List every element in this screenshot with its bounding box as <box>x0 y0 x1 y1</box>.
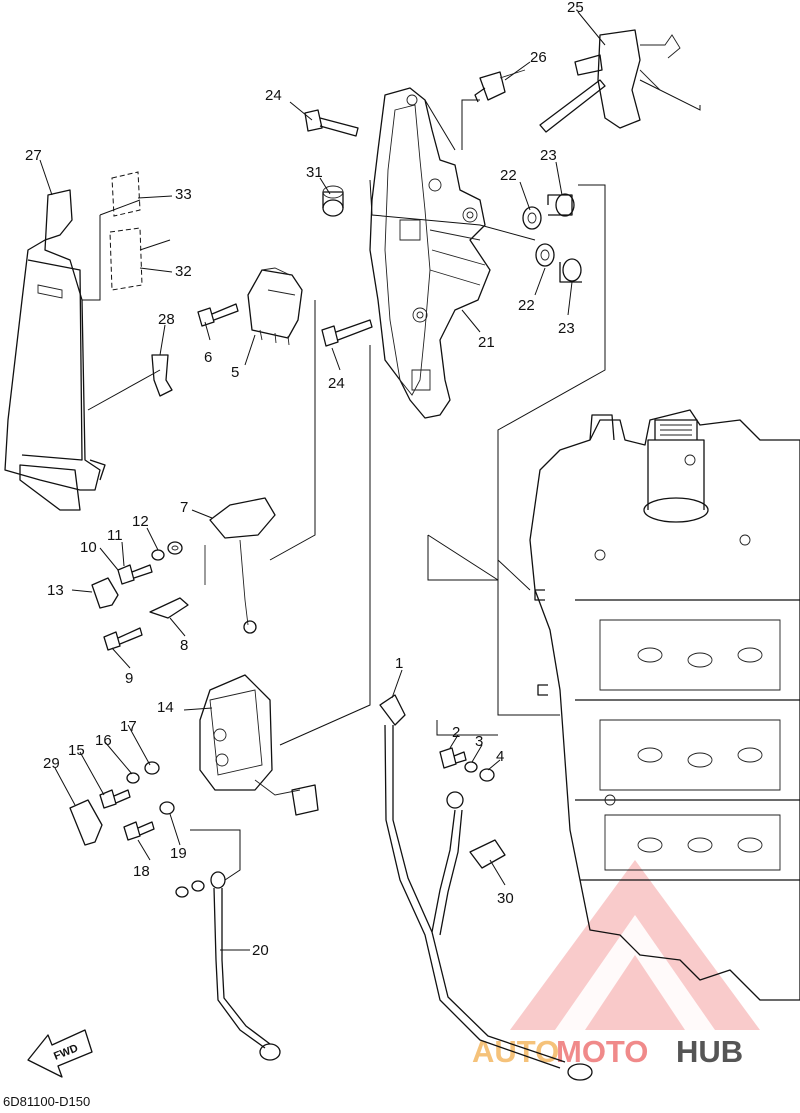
part-23-collar-lower <box>559 258 582 283</box>
part-29-cap <box>69 799 103 846</box>
part-33-label-sticker <box>111 171 141 217</box>
leader-lines <box>39 11 606 951</box>
callout-15: 15 <box>68 742 85 759</box>
watermark-text-moto: MOTO <box>556 1034 648 1069</box>
callout-29: 29 <box>43 755 60 772</box>
part-14-cdi-unit <box>199 674 319 816</box>
part-22-grommet-lower <box>535 243 555 267</box>
callout-19: 19 <box>170 845 187 862</box>
callout-5: 5 <box>231 364 239 381</box>
part-16-washer <box>126 772 140 784</box>
callout-1: 1 <box>395 655 403 672</box>
part-12-washer <box>167 541 183 555</box>
callout-32: 32 <box>175 263 192 280</box>
callout-25: 25 <box>567 0 584 16</box>
callout-2: 2 <box>452 724 460 741</box>
part-1-battery-lead <box>379 694 593 1081</box>
callout-26: 26 <box>530 49 547 66</box>
callout-8: 8 <box>180 637 188 654</box>
callout-17: 17 <box>120 718 137 735</box>
part-15-bolt <box>99 789 131 809</box>
part-10-bolt <box>117 564 153 585</box>
callout-24-lower: 24 <box>328 375 345 392</box>
watermark-text-hub: HUB <box>676 1034 743 1069</box>
part-9-bolt <box>103 627 143 651</box>
callout-24-upper: 24 <box>265 87 282 104</box>
part-22-grommet-upper <box>522 206 542 230</box>
callout-30: 30 <box>497 890 514 907</box>
callout-4: 4 <box>496 748 504 765</box>
callout-20: 20 <box>252 942 269 959</box>
callout-6: 6 <box>204 349 212 366</box>
part-24-bolt-lower <box>321 319 373 347</box>
part-6-bolt <box>197 303 239 327</box>
callout-22-lower: 22 <box>518 297 535 314</box>
diagram-code: 6D81100-D150 <box>3 1094 90 1109</box>
callout-9: 9 <box>125 670 133 687</box>
part-18-bolt <box>123 821 155 841</box>
part-23-collar-upper <box>547 193 575 217</box>
part-31-grommet <box>322 185 344 217</box>
part-25-bracket <box>539 29 681 133</box>
part-11-washer <box>151 549 165 561</box>
part-19-washer <box>159 801 175 815</box>
callout-12: 12 <box>132 513 149 530</box>
callout-31: 31 <box>306 164 323 181</box>
guide-lines <box>82 79 701 881</box>
callout-3: 3 <box>475 733 483 750</box>
part-32-label-sticker <box>109 227 143 291</box>
callout-10: 10 <box>80 539 97 556</box>
engine-block <box>529 409 800 1001</box>
callout-22-upper: 22 <box>500 167 517 184</box>
part-30-clamp <box>469 839 506 869</box>
part-21-bracket <box>369 87 491 419</box>
callout-33: 33 <box>175 186 192 203</box>
callout-28: 28 <box>158 311 175 328</box>
part-26-connector <box>474 69 526 103</box>
callout-16: 16 <box>95 732 112 749</box>
part-27-cover <box>4 189 106 511</box>
callout-23-upper: 23 <box>540 147 557 164</box>
watermark-logo: AUTO MOTO HUB <box>472 860 760 1069</box>
part-7-sensor <box>204 497 276 634</box>
part-13-cap <box>91 577 119 609</box>
part-4-washer <box>479 768 495 782</box>
fwd-arrow: FWD <box>27 1029 93 1078</box>
part-5-relay <box>247 267 303 346</box>
callout-labels: 25 26 24 27 23 31 22 33 32 22 28 23 21 6… <box>25 0 584 959</box>
callout-7: 7 <box>180 499 188 516</box>
part-2-bolt <box>439 747 467 769</box>
callout-27: 27 <box>25 147 42 164</box>
part-20-ground-lead <box>175 871 281 1061</box>
callout-18: 18 <box>133 863 150 880</box>
part-24-bolt-upper <box>304 109 359 137</box>
part-3-washer <box>464 761 478 773</box>
part-28-clip <box>151 354 173 397</box>
fwd-label: FWD <box>52 1042 80 1063</box>
callout-14: 14 <box>157 699 174 716</box>
callout-21: 21 <box>478 334 495 351</box>
part-8-clamp <box>149 597 189 619</box>
callout-13: 13 <box>47 582 64 599</box>
callout-23-lower: 23 <box>558 320 575 337</box>
part-17-washer <box>144 761 160 775</box>
callout-11: 11 <box>107 527 123 544</box>
